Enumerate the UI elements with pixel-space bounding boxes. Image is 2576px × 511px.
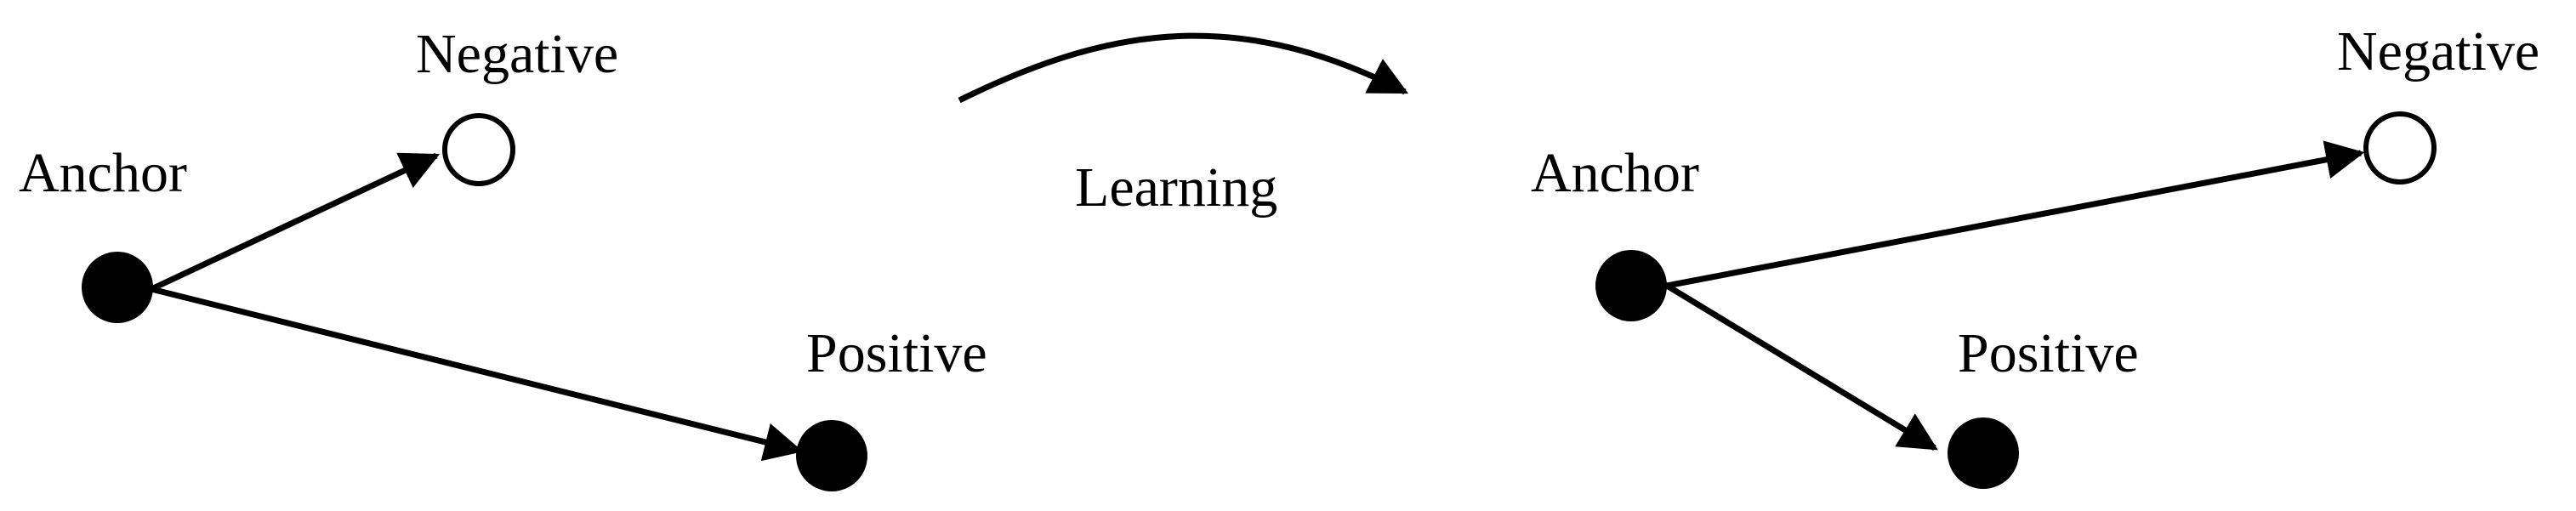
after-panel: Anchor Negative Positive: [1531, 20, 2539, 489]
before-panel: Anchor Negative Positive: [19, 23, 987, 491]
after-negative-node: [2363, 111, 2437, 185]
after-positive-label: Positive: [1958, 322, 2139, 384]
before-anchor-node: [82, 252, 153, 323]
learning-curved-arrow: [958, 32, 1409, 104]
after-anchor-to-positive-arrow: [1665, 283, 1938, 451]
after-anchor-label: Anchor: [1531, 142, 1699, 204]
after-positive-node: [1948, 417, 2019, 489]
learning-label: Learning: [1075, 156, 1277, 219]
learning-transition: Learning: [958, 32, 1409, 219]
before-anchor-to-negative-arrow: [150, 152, 441, 292]
after-negative-label: Negative: [2337, 20, 2539, 82]
after-anchor-to-negative-arrow: [1666, 140, 2365, 289]
before-negative-label: Negative: [416, 23, 618, 85]
after-anchor-node: [1595, 250, 1667, 321]
before-anchor-label: Anchor: [19, 142, 187, 204]
before-negative-node: [442, 113, 515, 186]
before-anchor-to-positive-arrow: [151, 286, 804, 462]
before-positive-label: Positive: [806, 322, 987, 384]
before-positive-node: [796, 420, 867, 491]
